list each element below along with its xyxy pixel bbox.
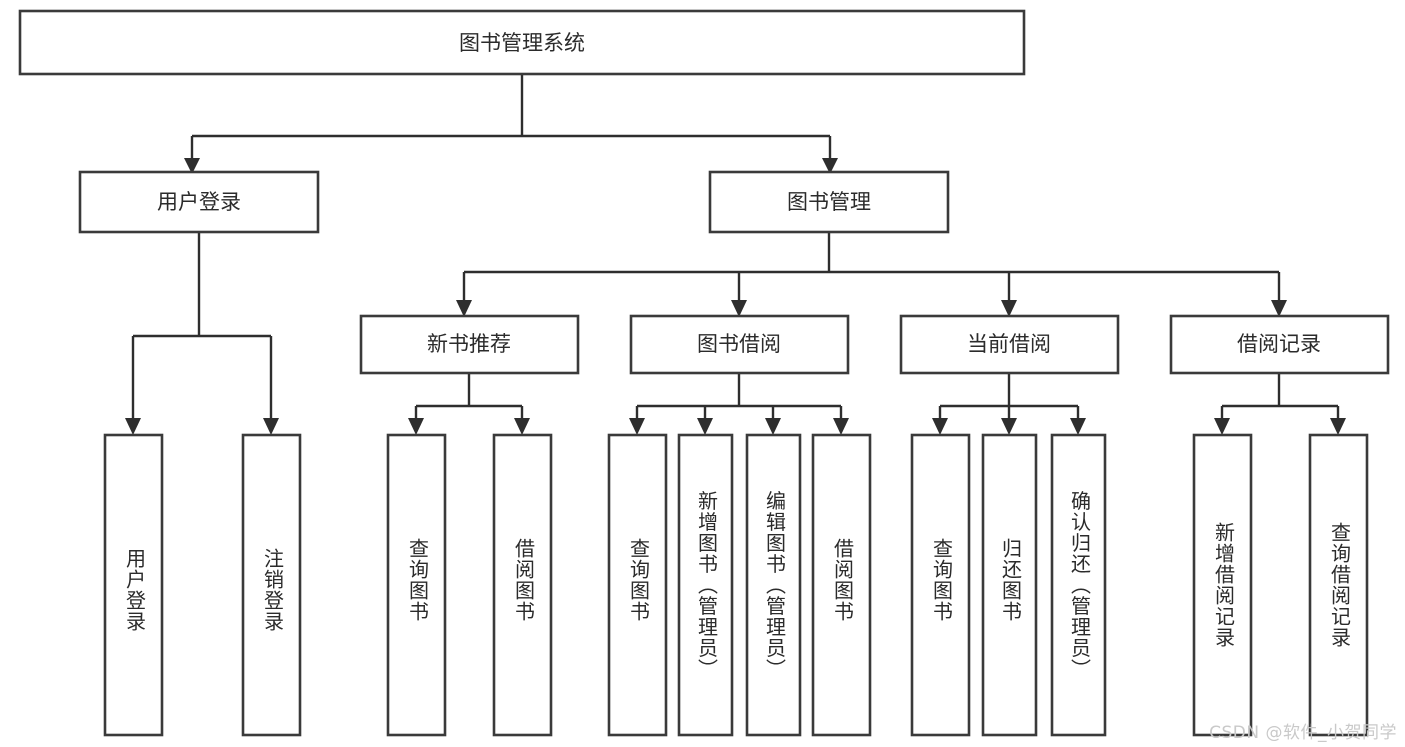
csdn-watermark: CSDN @软件_小贺同学 [1209, 723, 1397, 743]
node-leaf-5[interactable]: 查询图书 [607, 433, 668, 737]
node-borrow-box[interactable] [629, 314, 850, 375]
node-records[interactable]: 借阅记录 [1169, 314, 1390, 375]
node-borrow-label: 图书借阅 [697, 332, 781, 356]
node-bookmgmt-box[interactable] [708, 170, 950, 234]
node-leaf-3-box[interactable] [386, 433, 447, 737]
node-leaf-6[interactable]: 新增图书（管理员） [677, 433, 734, 737]
node-leaf-6-label: 新增图书（管理员） [695, 490, 719, 679]
node-leaf-3-label: 查询图书 [406, 538, 430, 622]
node-current-label: 当前借阅 [967, 332, 1051, 356]
node-root-box[interactable] [18, 9, 1026, 76]
arrow-leaf-13 [1330, 418, 1346, 435]
node-leaf-7[interactable]: 编辑图书（管理员） [745, 433, 802, 737]
node-leaf-8-label: 借阅图书 [831, 538, 855, 622]
node-leaf-2-label: 注销登录 [261, 548, 285, 632]
node-leaf-8-box[interactable] [811, 433, 872, 737]
node-leaf-13-box[interactable] [1308, 433, 1369, 737]
edge-layer [125, 74, 1346, 435]
node-leaf-5-label: 查询图书 [627, 538, 651, 622]
node-leaf-13[interactable]: 查询借阅记录 [1308, 433, 1369, 737]
node-newbook-label: 新书推荐 [427, 332, 511, 356]
arrow-leaf-4 [514, 418, 530, 435]
node-leaf-7-label: 编辑图书（管理员） [763, 490, 787, 679]
node-leaf-12-label: 新增借阅记录 [1212, 522, 1236, 648]
arrow-leaf-12 [1214, 418, 1230, 435]
node-records-label: 借阅记录 [1237, 332, 1321, 356]
node-leaf-4-box[interactable] [492, 433, 553, 737]
arrow-leaf-6 [697, 418, 713, 435]
arrow-to-newbook [456, 300, 472, 317]
arrow-leaf-3 [408, 418, 424, 435]
node-current[interactable]: 当前借阅 [899, 314, 1120, 375]
node-leaf-7-box[interactable] [745, 433, 802, 737]
node-leaf-11-box[interactable] [1050, 433, 1107, 737]
node-leaf-6-box[interactable] [677, 433, 734, 737]
arrow-leaf-10 [1001, 418, 1017, 435]
node-leaf-11-label: 确认归还（管理员） [1068, 490, 1092, 679]
node-leaf-9[interactable]: 查询图书 [910, 433, 971, 737]
node-login-label: 用户登录 [157, 190, 241, 214]
node-bookmgmt[interactable]: 图书管理 [708, 170, 950, 234]
node-leaf-9-box[interactable] [910, 433, 971, 737]
arrow-leaf-1 [125, 418, 141, 435]
node-leaf-12-box[interactable] [1192, 433, 1253, 737]
node-leaf-11[interactable]: 确认归还（管理员） [1050, 433, 1107, 737]
node-leaf-10-box[interactable] [981, 433, 1038, 737]
arrow-to-records [1271, 300, 1287, 317]
arrow-to-borrow [731, 300, 747, 317]
arrow-leaf-9 [932, 418, 948, 435]
node-leaf-4[interactable]: 借阅图书 [492, 433, 553, 737]
arrow-to-login [184, 158, 200, 174]
node-root[interactable]: 图书管理系统 [18, 9, 1026, 76]
node-leaf-1-label: 用户登录 [123, 548, 147, 632]
node-leaf-12[interactable]: 新增借阅记录 [1192, 433, 1253, 737]
node-leaf-2[interactable]: 注销登录 [241, 433, 302, 737]
node-borrow[interactable]: 图书借阅 [629, 314, 850, 375]
arrow-leaf-2 [263, 418, 279, 435]
arrow-to-current [1001, 300, 1017, 317]
node-newbook[interactable]: 新书推荐 [359, 314, 580, 375]
node-newbook-box[interactable] [359, 314, 580, 375]
arrow-leaf-11 [1070, 418, 1086, 435]
node-leaf-3[interactable]: 查询图书 [386, 433, 447, 737]
node-leaf-8[interactable]: 借阅图书 [811, 433, 872, 737]
arrow-leaf-7 [765, 418, 781, 435]
node-current-box[interactable] [899, 314, 1120, 375]
node-leaf-4-label: 借阅图书 [512, 538, 536, 622]
node-leaf-10-label: 归还图书 [999, 538, 1023, 622]
node-login[interactable]: 用户登录 [78, 170, 320, 234]
node-login-box[interactable] [78, 170, 320, 234]
node-leaf-1[interactable]: 用户登录 [103, 433, 164, 737]
node-bookmgmt-label: 图书管理 [787, 190, 871, 214]
node-root-label: 图书管理系统 [459, 31, 585, 55]
node-leaf-9-label: 查询图书 [930, 538, 954, 622]
arrow-leaf-5 [629, 418, 645, 435]
node-leaf-2-box[interactable] [241, 433, 302, 737]
node-leaf-1-box[interactable] [103, 433, 164, 737]
node-leaf-13-label: 查询借阅记录 [1328, 522, 1352, 648]
node-leaf-10[interactable]: 归还图书 [981, 433, 1038, 737]
arrow-leaf-8 [833, 418, 849, 435]
node-leaf-5-box[interactable] [607, 433, 668, 737]
arrow-to-bookmgmt [822, 158, 838, 174]
node-records-box[interactable] [1169, 314, 1390, 375]
